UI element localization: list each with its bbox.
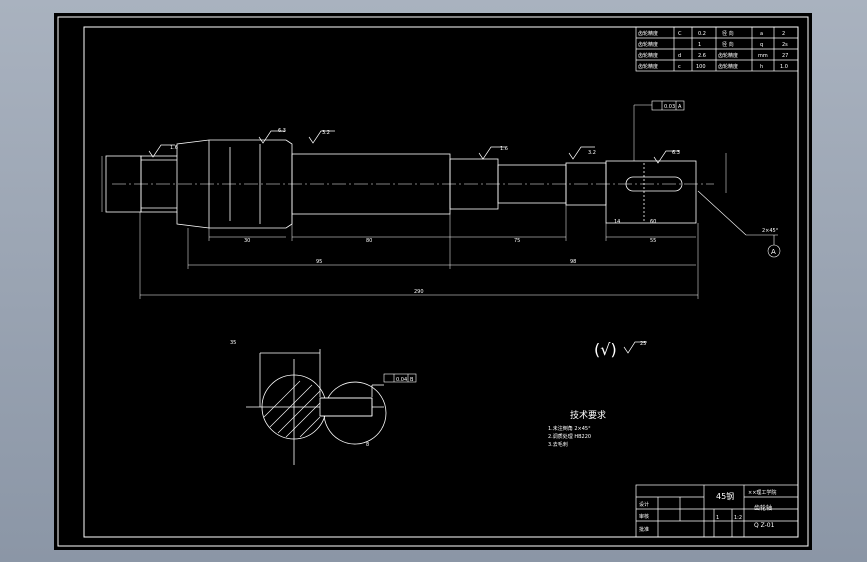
param-r2c0: 齿轮精度 (638, 52, 658, 59)
param-r3c1: c (678, 64, 681, 70)
tb-part-name: 齿轮轴 (754, 504, 772, 512)
tb-drawing-no: Q Z-01 (754, 522, 775, 529)
roughness-values: 1.6 6.3 3.2 1.6 3.2 6.3 (170, 128, 680, 156)
roughness-general-symbol (623, 341, 647, 354)
title-block-text: 45钢 ××理工学院 齿轮轴 Q Z-01 1:2 1 设计 审核 批准 (639, 489, 776, 533)
param-r3c4: h (760, 64, 763, 70)
section-dim-1: 8 (366, 442, 369, 448)
dim-overall-mid: 95 (316, 259, 322, 265)
section-datum-tol: 0.04 (396, 377, 407, 383)
datum-top-ref: A (678, 104, 682, 110)
section-dim-text: 35 8 (230, 340, 369, 448)
param-r3c3: 齿轮精度 (718, 63, 738, 70)
tech-req-item-3: 3.去毛刺 (548, 441, 568, 448)
ra-1: 1.6 (170, 145, 178, 151)
param-r1c0: 齿轮精度 (638, 41, 658, 48)
ra-5: 3.2 (588, 150, 596, 156)
section-hatch (263, 380, 321, 438)
param-r0c1: C (678, 31, 682, 37)
dim-seg-a: 30 (244, 238, 250, 244)
roughness-general-value: 25 (640, 341, 646, 347)
param-r2c2: 2.6 (698, 53, 706, 59)
param-r1c2: 1 (698, 42, 701, 48)
section-view (246, 349, 387, 465)
dim-chamfer: 2×45° (762, 228, 779, 234)
tb-material: 45钢 (716, 491, 734, 501)
param-r1c4: q (760, 42, 763, 48)
datum-a-leader (697, 190, 781, 258)
param-r2c1: d (678, 53, 681, 59)
param-r2c3: 齿轮精度 (718, 52, 738, 59)
param-r2c4: mm (758, 53, 768, 59)
title-block (635, 484, 799, 538)
dim-seg-b: 80 (366, 238, 372, 244)
shaft-outline (105, 139, 714, 229)
params-table-text: 齿轮精度 C 0.2 径 向 a 2 齿轮精度 1 径 向 q 2s 齿轮精度 … (638, 30, 788, 70)
tb-sheet: 1 (716, 515, 719, 521)
dimension-text: 30 80 75 55 95 98 290 14 60 2×45° (244, 219, 779, 295)
param-r3c0: 齿轮精度 (638, 63, 658, 70)
param-r2c5: 27 (782, 53, 788, 59)
param-r0c5: 2 (782, 31, 785, 37)
param-r0c0: 齿轮精度 (638, 30, 658, 37)
dim-seg-c: 75 (514, 238, 520, 244)
dim-overall-right: 98 (570, 259, 576, 265)
datum-box-top (651, 100, 685, 111)
dim-keyway-width: 14 (614, 219, 620, 225)
tb-row-3: 批准 (639, 526, 649, 533)
param-r1c5: 2s (782, 42, 788, 48)
datum-top-tol: 0.03 (664, 104, 675, 110)
cad-drawing-canvas[interactable]: 齿轮精度 C 0.2 径 向 a 2 齿轮精度 1 径 向 q 2s 齿轮精度 … (54, 13, 812, 550)
dim-keyway-length: 60 (650, 219, 656, 225)
param-r0c4: a (760, 31, 763, 37)
roughness-symbols (148, 130, 680, 164)
dim-total: 290 (414, 289, 424, 295)
tb-scale: 1:2 (734, 515, 742, 521)
ra-3: 3.2 (322, 130, 330, 136)
tech-req-title: 技术要求 (570, 409, 606, 421)
datum-a-label: A (771, 248, 776, 256)
param-r0c2: 0.2 (698, 31, 706, 37)
outer-border (57, 16, 809, 547)
tb-school: ××理工学院 (748, 489, 776, 496)
params-table (635, 26, 799, 72)
section-dim-0: 35 (230, 340, 236, 346)
param-r3c5: 1.0 (780, 64, 788, 70)
dim-seg-d: 55 (650, 238, 656, 244)
param-r0c3: 径 向 (722, 30, 734, 37)
section-datum-ref: B (410, 377, 414, 383)
tech-req-item-2: 2.调质处理 HB220 (548, 433, 591, 440)
tb-row-1: 设计 (639, 501, 649, 508)
ra-6: 6.3 (672, 150, 680, 156)
ra-4: 1.6 (500, 146, 508, 152)
ra-2: 6.3 (278, 128, 286, 134)
section-datum-box (383, 373, 417, 383)
dimension-lines (101, 104, 727, 299)
param-r1c3: 径 向 (722, 41, 734, 48)
tb-row-2: 审核 (639, 513, 649, 520)
drawing-background (54, 13, 812, 550)
tech-req-item-1: 1.未注倒角 2×45° (548, 425, 591, 432)
inner-border (83, 26, 799, 538)
param-r3c2: 100 (696, 64, 706, 70)
roughness-general: (√) (594, 340, 617, 359)
